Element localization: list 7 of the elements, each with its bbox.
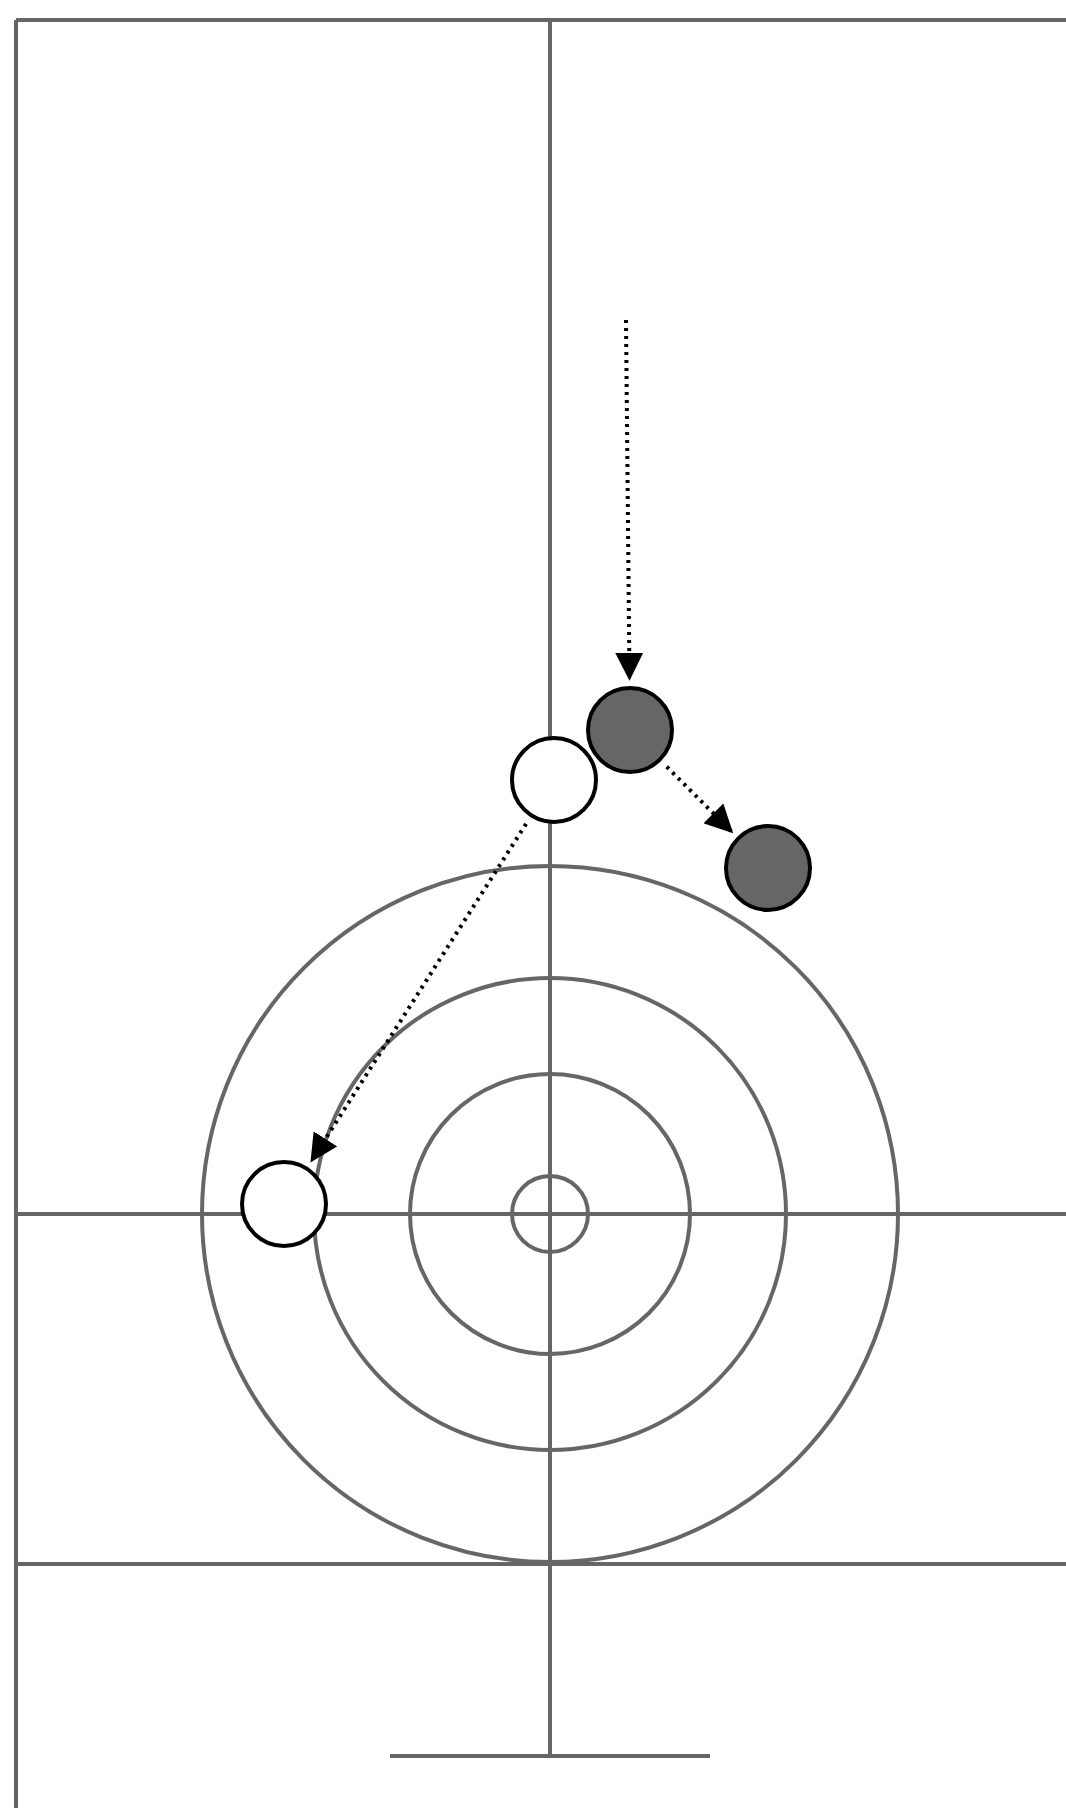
- dotted-arrow: [615, 319, 644, 681]
- dotted-arrow: [310, 822, 528, 1163]
- curling-stone: [586, 686, 674, 774]
- dotted-arrow: [665, 765, 734, 834]
- curling-stone: [240, 1160, 328, 1248]
- curling-stone: [724, 824, 812, 912]
- curling-stone: [510, 736, 598, 824]
